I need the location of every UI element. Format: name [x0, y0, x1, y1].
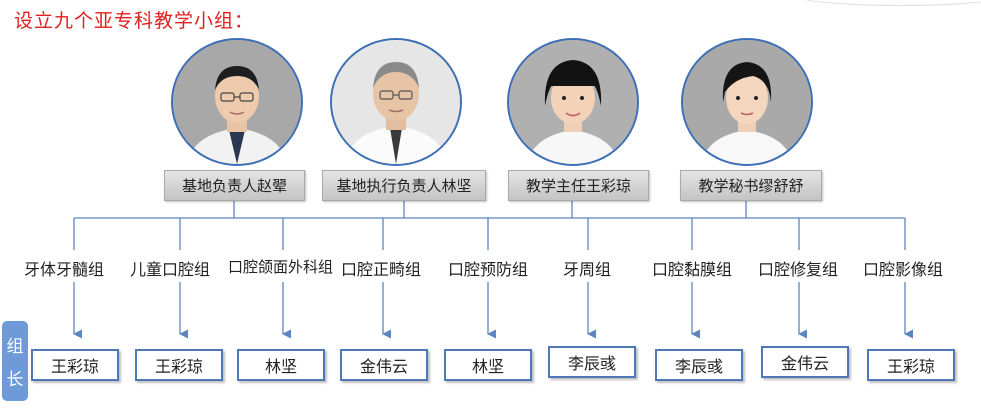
- person-photo-1: [171, 38, 303, 166]
- group-label-3: 口腔颌面外科组: [228, 258, 334, 276]
- group-label-6: 牙周组: [563, 260, 612, 279]
- group-leader-tab: 组 长: [2, 321, 28, 401]
- person-label-4: 教学秘书缪舒舒: [680, 170, 822, 201]
- leader-box-1: 王彩琼: [31, 349, 119, 381]
- group-label-9: 口腔影像组: [863, 260, 944, 279]
- group-label-5: 口腔预防组: [448, 260, 529, 279]
- person-photo-2: [330, 38, 462, 166]
- leader-box-3: 林坚: [237, 349, 325, 381]
- person-label-1: 基地负责人赵翚: [164, 170, 305, 201]
- leader-box-8: 金伟云: [761, 346, 849, 378]
- side-tab-char-2: 长: [6, 370, 24, 390]
- leader-box-5: 林坚: [444, 349, 532, 381]
- group-label-8: 口腔修复组: [758, 260, 839, 279]
- person-photo-4: [681, 38, 813, 166]
- group-label-7: 口腔黏膜组: [652, 260, 733, 279]
- person-label-3: 教学主任王彩琼: [508, 170, 649, 201]
- page-heading: 设立九个亚专科教学小组：: [14, 10, 255, 32]
- side-tab-char-1: 组: [6, 337, 24, 357]
- person-label-2: 基地执行负责人林坚: [322, 170, 486, 201]
- leader-box-7: 李辰彧: [655, 349, 743, 381]
- group-label-2: 儿童口腔组: [130, 260, 211, 279]
- leader-box-4: 金伟云: [340, 349, 428, 381]
- leader-box-2: 王彩琼: [135, 349, 223, 381]
- group-label-1: 牙体牙髓组: [24, 260, 105, 279]
- leader-box-9: 王彩琼: [867, 349, 955, 381]
- leader-box-6: 李辰彧: [548, 346, 636, 378]
- person-photo-3: [507, 38, 639, 166]
- group-label-4: 口腔正畸组: [341, 260, 422, 279]
